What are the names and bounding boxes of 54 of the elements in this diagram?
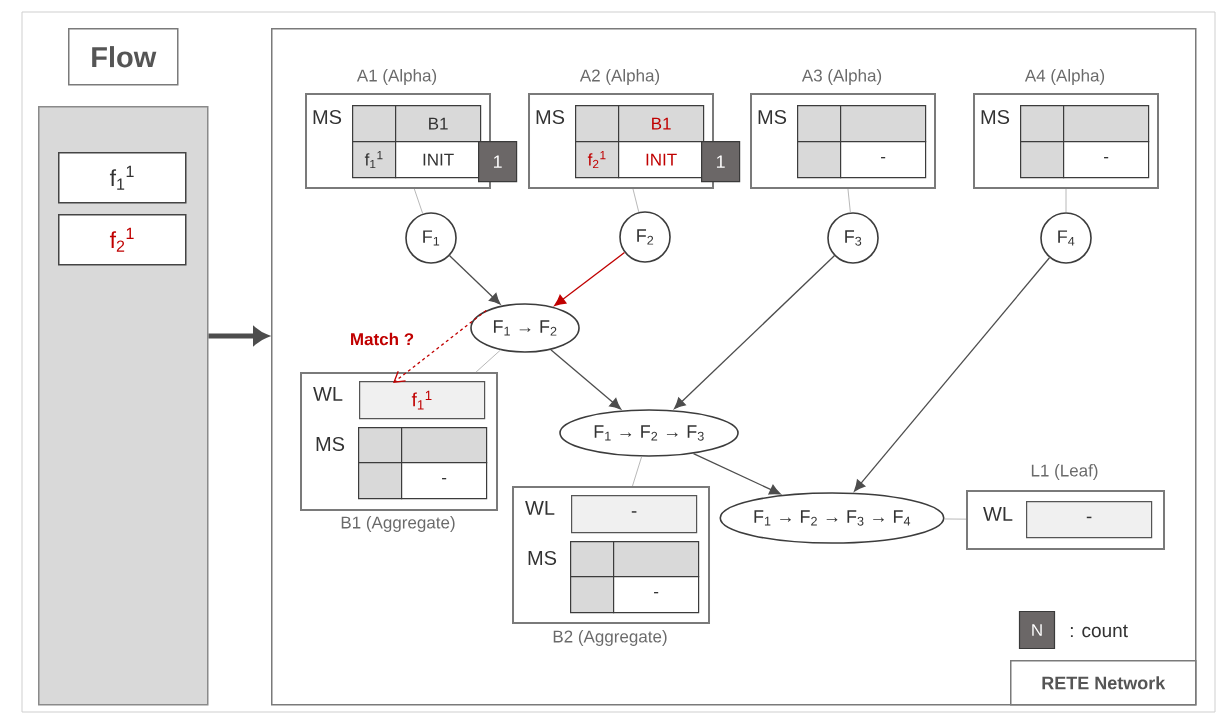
memory-label: MS: [981, 109, 1010, 125]
connector-line: [475, 349, 501, 373]
network-tab: RETE Network: [1010, 660, 1197, 706]
list-label: WL: [525, 501, 555, 515]
table-cell: -: [401, 462, 488, 500]
table-cell: B1: [618, 105, 705, 143]
node-heading: B2 (Aggregate): [553, 630, 667, 646]
list-cell: f$_{1}$1: [359, 381, 486, 420]
connector-line: [1065, 188, 1067, 213]
network-frame: [271, 28, 1197, 706]
table-cell: INIT: [395, 141, 482, 179]
arrow: [692, 453, 781, 495]
arrow: [554, 251, 626, 306]
node-heading: A4 (Alpha): [1024, 69, 1105, 85]
node-heading: A2 (Alpha): [579, 69, 660, 85]
memory-label: MS: [758, 109, 787, 125]
node-heading: L1 (Leaf): [1031, 464, 1098, 480]
edge-label: Match ?: [348, 331, 416, 347]
table-cell: -: [613, 576, 700, 614]
table-cell: f$_{2}$1: [575, 141, 620, 179]
table-cell: f$_{1}$1: [352, 141, 397, 179]
table-cell: INIT: [618, 141, 705, 179]
memory-label: MS: [536, 109, 565, 125]
connector-line: [847, 188, 851, 213]
list-cell: -: [1026, 501, 1153, 539]
table-cell: B1: [395, 105, 482, 143]
count-badge: 1: [478, 141, 518, 183]
fact-card: f$_{1}$1: [58, 152, 187, 204]
swatch-letter: N: [1032, 624, 1042, 636]
arrow: [853, 257, 1051, 492]
memory-label: MS: [528, 550, 557, 566]
node-heading: A3 (Alpha): [801, 69, 882, 85]
arrow: [393, 309, 487, 383]
connector-line: [413, 188, 424, 214]
connector-line: [632, 456, 642, 487]
table-cell: -: [1063, 141, 1150, 179]
legend-text: : count: [1070, 624, 1128, 638]
list-cell: -: [571, 495, 698, 534]
table-cell: -: [840, 141, 927, 179]
list-label: WL: [313, 387, 343, 401]
arrow: [550, 349, 622, 410]
connector-line: [944, 518, 967, 520]
memory-label: MS: [313, 109, 342, 125]
count-badge: 1: [701, 141, 741, 183]
arrow: [673, 255, 835, 410]
arrow: [208, 327, 269, 345]
title-box: Flow: [68, 28, 179, 86]
node-heading: A1 (Alpha): [356, 69, 437, 85]
arrow: [449, 255, 501, 305]
memory-label: MS: [316, 436, 345, 452]
connector-line: [632, 188, 640, 213]
node-heading: B1 (Aggregate): [341, 516, 455, 532]
fact-card: f$_{2}$1: [58, 214, 187, 266]
list-label: WL: [983, 507, 1013, 521]
